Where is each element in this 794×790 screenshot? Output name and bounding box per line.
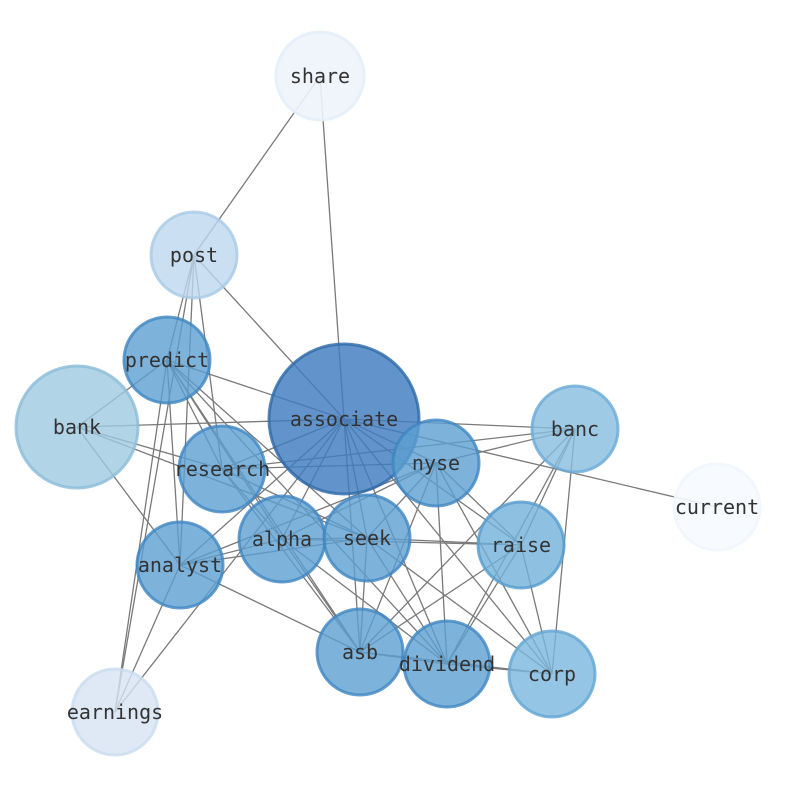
- node-nyse: nyse: [391, 418, 481, 508]
- node-label-asb: asb: [342, 640, 378, 664]
- node-label-dividend: dividend: [399, 652, 495, 676]
- node-label-research: research: [174, 457, 270, 481]
- node-circle-banc: [530, 384, 620, 474]
- node-circle-associate: [267, 342, 421, 496]
- node-circle-dividend: [402, 619, 492, 709]
- node-circle-raise: [476, 500, 566, 590]
- node-circle-analyst: [135, 520, 225, 610]
- node-circle-earnings: [70, 667, 160, 757]
- node-circle-asb: [315, 607, 405, 697]
- node-label-analyst: analyst: [138, 553, 222, 577]
- node-label-associate: associate: [290, 407, 398, 431]
- node-predict: predict: [122, 315, 212, 405]
- node-share: share: [274, 30, 366, 122]
- node-circle-nyse: [391, 418, 481, 508]
- node-circle-corp: [507, 629, 597, 719]
- node-circle-post: [149, 210, 239, 300]
- node-label-current: current: [675, 495, 759, 519]
- node-analyst: analyst: [135, 520, 225, 610]
- node-dividend: dividend: [399, 619, 495, 709]
- node-asb: asb: [315, 607, 405, 697]
- node-circle-share: [274, 30, 366, 122]
- node-circle-seek: [322, 493, 412, 583]
- node-label-raise: raise: [491, 533, 551, 557]
- node-layer: associate bank share post predict banc current…: [14, 30, 762, 757]
- node-label-seek: seek: [343, 526, 391, 550]
- edge-post-analyst: [179, 254, 195, 566]
- node-associate: associate: [267, 342, 421, 496]
- node-corp: corp: [507, 629, 597, 719]
- node-circle-bank: [14, 364, 140, 490]
- node-label-banc: banc: [551, 417, 599, 441]
- node-circle-research: [177, 424, 267, 514]
- node-label-earnings: earnings: [67, 700, 163, 724]
- node-banc: banc: [530, 384, 620, 474]
- node-bank: bank: [14, 364, 140, 490]
- node-label-share: share: [290, 64, 350, 88]
- node-earnings: earnings: [67, 667, 163, 757]
- edge-banc-asb: [359, 428, 576, 653]
- node-label-bank: bank: [53, 415, 101, 439]
- node-label-predict: predict: [125, 348, 209, 372]
- node-seek: seek: [322, 493, 412, 583]
- edge-predict-earnings: [114, 359, 168, 713]
- node-circle-current: [672, 462, 762, 552]
- node-label-corp: corp: [528, 662, 576, 686]
- node-label-alpha: alpha: [252, 527, 312, 551]
- node-post: post: [149, 210, 239, 300]
- node-research: research: [174, 424, 270, 514]
- node-alpha: alpha: [237, 494, 327, 584]
- node-circle-predict: [122, 315, 212, 405]
- node-label-nyse: nyse: [412, 451, 460, 475]
- node-label-post: post: [170, 243, 218, 267]
- edge-predict-seek: [166, 359, 368, 539]
- node-raise: raise: [476, 500, 566, 590]
- node-current: current: [672, 462, 762, 552]
